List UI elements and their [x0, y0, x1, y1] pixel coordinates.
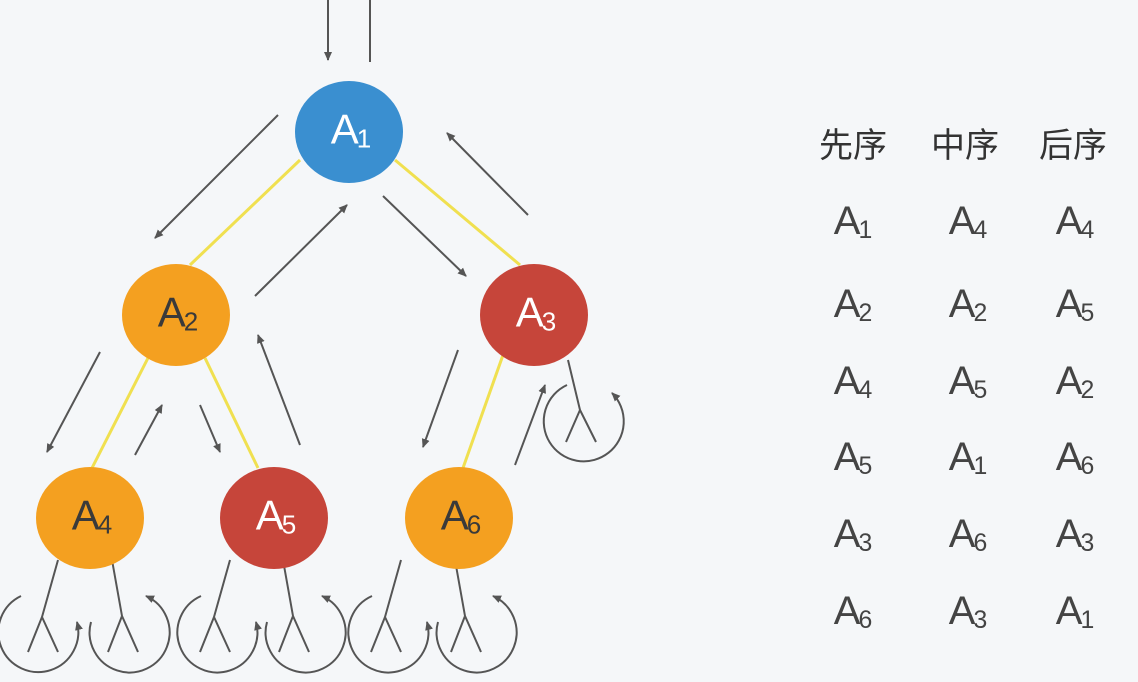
node-a5 [220, 467, 328, 569]
traversal-arrows [46, 0, 546, 466]
tree-edges [90, 158, 521, 469]
table-cell: A5 [948, 359, 988, 404]
node-label: A3 [515, 288, 557, 337]
header-inorder: 中序 [931, 126, 999, 166]
node-a2 [122, 264, 230, 366]
table-cell: A6 [833, 589, 873, 634]
table-cell: A5 [833, 435, 873, 480]
arrow-icon [199, 404, 221, 453]
arrow-icon [154, 114, 279, 239]
node-a3 [480, 264, 588, 366]
edge-a1-a3 [394, 158, 521, 267]
arrow-icon [382, 195, 467, 277]
table-cell: A6 [1055, 435, 1095, 480]
table-cell: A3 [948, 589, 988, 634]
node-label: A2 [157, 288, 199, 337]
table-cell: A4 [833, 359, 873, 404]
arrow-icon [514, 384, 546, 466]
arrow-icon [421, 349, 459, 448]
arrow-icon [46, 351, 101, 453]
node-label: A1 [330, 105, 372, 154]
table-cell: A6 [948, 512, 988, 557]
arrow-icon [134, 404, 163, 456]
table-cell: A5 [1055, 282, 1095, 327]
table-cell: A2 [1055, 359, 1095, 404]
arrow-icon [254, 204, 348, 297]
header-preorder: 先序 [819, 126, 887, 166]
header-postorder: 后序 [1039, 126, 1107, 166]
table-cell: A1 [948, 435, 988, 480]
edge-a3-a6 [461, 354, 505, 469]
arrow-icon [257, 334, 301, 446]
node-a6 [405, 467, 513, 569]
node-label: A4 [71, 491, 113, 540]
table-cell: A2 [948, 282, 988, 327]
table-cell: A3 [833, 512, 873, 557]
node-label: A5 [255, 491, 297, 540]
table-cell: A1 [833, 199, 873, 244]
node-label: A6 [440, 491, 482, 540]
null-leaves [0, 359, 625, 674]
table-cell: A4 [948, 199, 988, 244]
table-cell: A4 [1055, 199, 1095, 244]
table-cell: A1 [1055, 589, 1095, 634]
table-cell: A2 [833, 282, 873, 327]
table-cell: A3 [1055, 512, 1095, 557]
node-a4 [36, 467, 144, 569]
edge-a2-a5 [203, 357, 260, 469]
edge-a2-a4 [90, 357, 150, 469]
node-a1 [295, 81, 403, 183]
arrow-icon [446, 132, 529, 216]
edge-a1-a2 [188, 158, 302, 267]
